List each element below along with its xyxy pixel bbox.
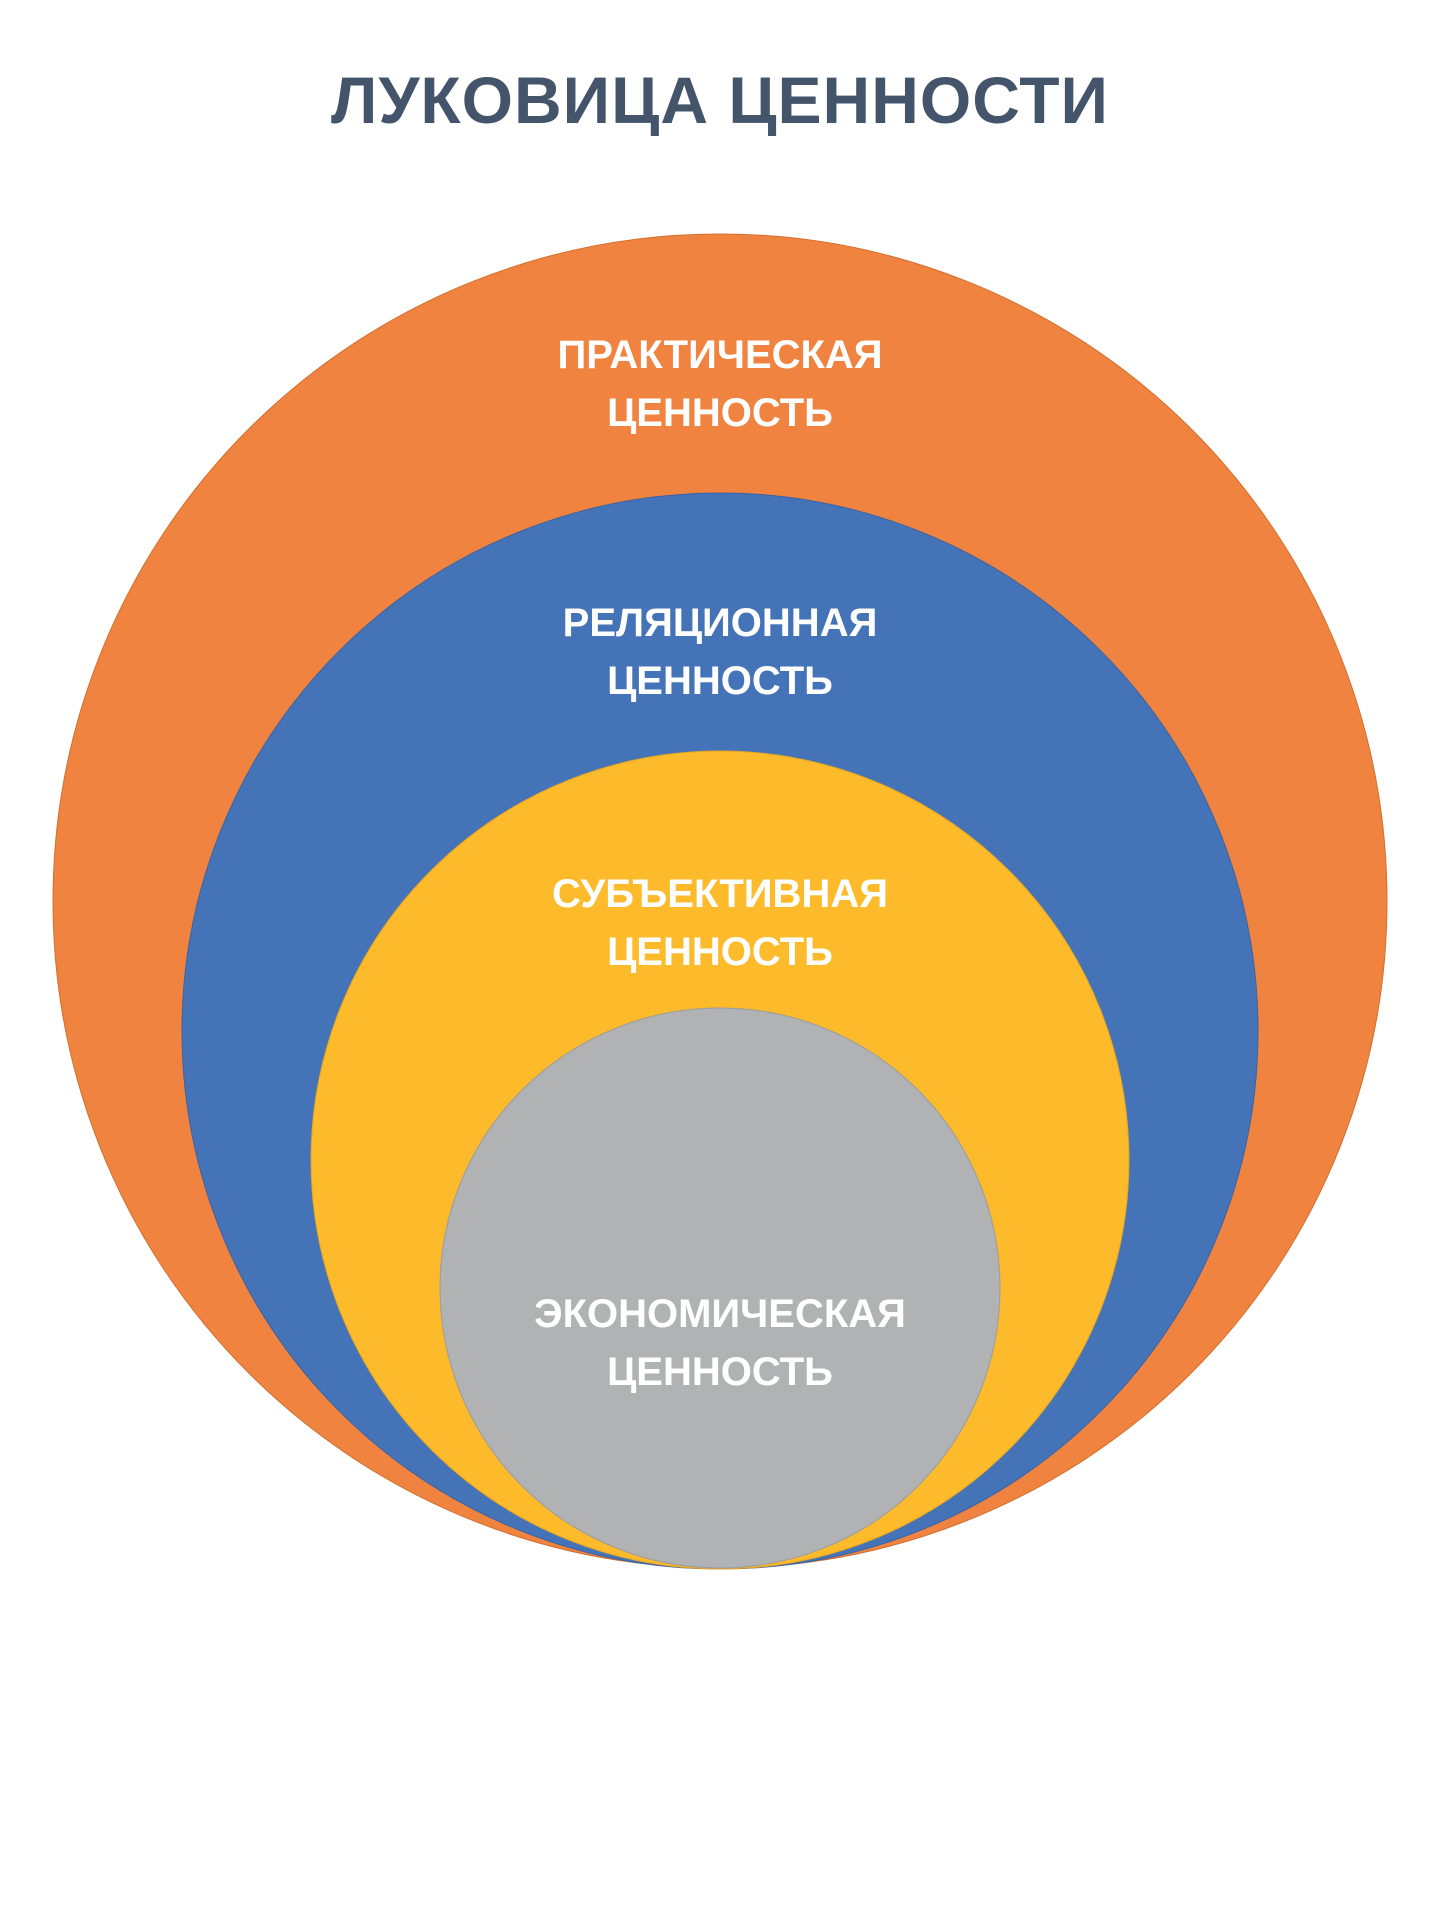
layer-practical-label-line1: ПРАКТИЧЕСКАЯ — [557, 333, 882, 377]
layer-relational-label-line1: РЕЛЯЦИОННАЯ — [563, 601, 878, 645]
layer-subjective-label-line2: ЦЕННОСТЬ — [607, 930, 833, 974]
diagram-title: ЛУКОВИЦА ЦЕННОСТИ — [331, 63, 1109, 137]
layer-subjective-label-line1: СУБЪЕКТИВНАЯ — [552, 872, 888, 916]
layer-relational-label-line2: ЦЕННОСТЬ — [607, 659, 833, 703]
layer-practical-label-line2: ЦЕННОСТЬ — [607, 391, 833, 435]
layer-economic — [439, 1007, 1001, 1569]
layer-economic-label-line1: ЭКОНОМИЧЕСКАЯ — [534, 1292, 906, 1336]
layer-economic-label-line2: ЦЕННОСТЬ — [607, 1350, 833, 1394]
